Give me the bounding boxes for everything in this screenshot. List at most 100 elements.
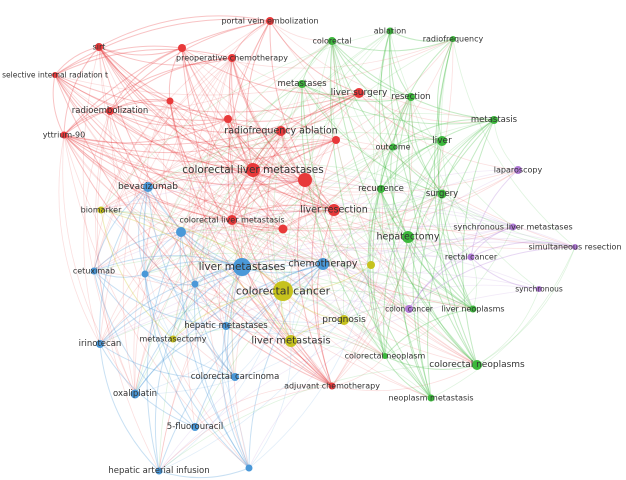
keyword-node[interactable] [472,360,482,370]
keyword-label[interactable]: radiofrequency ablation [224,126,337,137]
keyword-node[interactable] [143,182,153,192]
keyword-node[interactable] [285,335,297,347]
keyword-label[interactable]: ablation [374,27,406,36]
keyword-node[interactable] [141,270,149,278]
keyword-node[interactable] [328,382,336,390]
keyword-node[interactable] [97,206,105,214]
keyword-label[interactable]: liver resection [300,205,367,216]
keyword-node[interactable] [509,223,517,231]
keyword-node[interactable] [178,44,186,52]
keyword-label[interactable]: metastases [277,79,327,89]
keyword-label[interactable]: colorectal liver metastases [182,164,324,176]
keyword-node[interactable] [155,467,163,475]
keyword-node[interactable] [191,423,199,431]
keyword-node[interactable] [298,80,306,88]
keyword-node[interactable] [191,280,199,288]
keyword-node[interactable] [339,315,349,325]
keyword-node[interactable] [130,389,140,399]
keyword-label[interactable]: colorectal cancer [236,285,331,298]
keyword-node[interactable] [407,93,415,101]
keyword-node[interactable] [402,231,414,243]
keyword-node[interactable] [96,340,104,348]
keyword-label[interactable]: outcome [375,143,410,152]
keyword-label[interactable]: metastasectomy [139,335,206,344]
keyword-label[interactable]: hepatic metastases [184,321,268,331]
keyword-label[interactable]: colon cancer [385,305,434,314]
keyword-node[interactable] [166,97,174,105]
keyword-label[interactable]: hepatic arterial infusion [108,466,209,476]
keyword-node[interactable] [52,72,58,78]
keyword-label[interactable]: colorectal liver metastasis [179,216,284,225]
keyword-node[interactable] [328,37,336,45]
keyword-node[interactable] [405,305,413,313]
keyword-node[interactable] [233,258,251,276]
keyword-label[interactable]: liver [432,136,452,146]
keyword-label[interactable]: selective internal radiation t [2,71,108,80]
keyword-node[interactable] [245,464,253,472]
keyword-node[interactable] [90,267,98,275]
keyword-label[interactable]: radioembolization [72,106,148,116]
keyword-label[interactable]: metastasis [471,115,518,125]
keyword-label[interactable]: 5-fluorouracil [167,422,223,432]
keyword-node[interactable] [266,17,274,25]
keyword-label[interactable]: liver metastasis [251,336,330,347]
keyword-node[interactable] [273,281,293,301]
keyword-label[interactable]: colorectal carcinoma [191,372,280,382]
keyword-node[interactable] [231,373,239,381]
keyword-node[interactable] [467,253,475,261]
keyword-label[interactable]: bevacizumab [118,182,178,192]
keyword-node[interactable] [469,305,477,313]
keyword-label[interactable]: synchronous [515,285,563,294]
keyword-label[interactable]: colorectal [312,37,351,46]
keyword-node[interactable] [332,136,340,144]
keyword-node[interactable] [246,163,260,177]
keyword-node[interactable] [224,115,232,123]
keyword-label[interactable]: liver metastases [199,261,286,273]
keyword-node[interactable] [222,322,230,330]
keyword-label[interactable]: laparoscopy [494,166,543,175]
keyword-label[interactable]: adjuvant chemotherapy [284,382,380,391]
keyword-label[interactable]: chemotherapy [288,259,358,270]
keyword-label[interactable]: rectal cancer [445,253,498,262]
keyword-node[interactable] [328,204,340,216]
keyword-label[interactable]: irinotecan [79,339,122,349]
keyword-node[interactable] [298,173,312,187]
keyword-node[interactable] [317,258,329,270]
keyword-node[interactable] [278,224,288,234]
keyword-label[interactable]: colorectal neoplasms [429,360,525,370]
keyword-label[interactable]: resection [391,92,430,102]
keyword-label[interactable]: liver surgery [331,88,388,98]
keyword-node[interactable] [389,143,397,151]
keyword-label[interactable]: sirt [93,43,106,52]
keyword-node[interactable] [427,394,435,402]
keyword-node[interactable] [377,185,385,193]
keyword-node[interactable] [437,189,447,199]
keyword-label[interactable]: portal vein embolization [221,17,318,26]
keyword-node[interactable] [228,54,236,62]
keyword-node[interactable] [386,27,394,35]
keyword-label[interactable]: colorectal neoplasm [345,352,426,361]
keyword-label[interactable]: biomarker [81,206,122,215]
keyword-node[interactable] [514,166,522,174]
keyword-node[interactable] [536,286,542,292]
keyword-label[interactable]: radiofrequency [423,35,484,44]
keyword-node[interactable] [490,116,498,124]
keyword-label[interactable]: surgery [426,189,458,199]
keyword-label[interactable]: prognosis [322,315,366,325]
keyword-node[interactable] [95,43,103,51]
keyword-node[interactable] [450,36,456,42]
keyword-node[interactable] [572,244,578,250]
keyword-node[interactable] [382,353,388,359]
keyword-node[interactable] [227,215,237,225]
keyword-node[interactable] [437,136,447,146]
keyword-label[interactable]: synchronous liver metastases [453,223,572,232]
keyword-node[interactable] [106,107,114,115]
keyword-label[interactable]: liver neoplasms [441,305,504,314]
keyword-node[interactable] [367,261,375,269]
keyword-node[interactable] [60,131,68,139]
keyword-label[interactable]: preoperative chemotherapy [176,54,288,63]
keyword-label[interactable]: recurrence [358,184,404,194]
keyword-node[interactable] [276,126,286,136]
keyword-label[interactable]: hepatectomy [377,232,440,243]
